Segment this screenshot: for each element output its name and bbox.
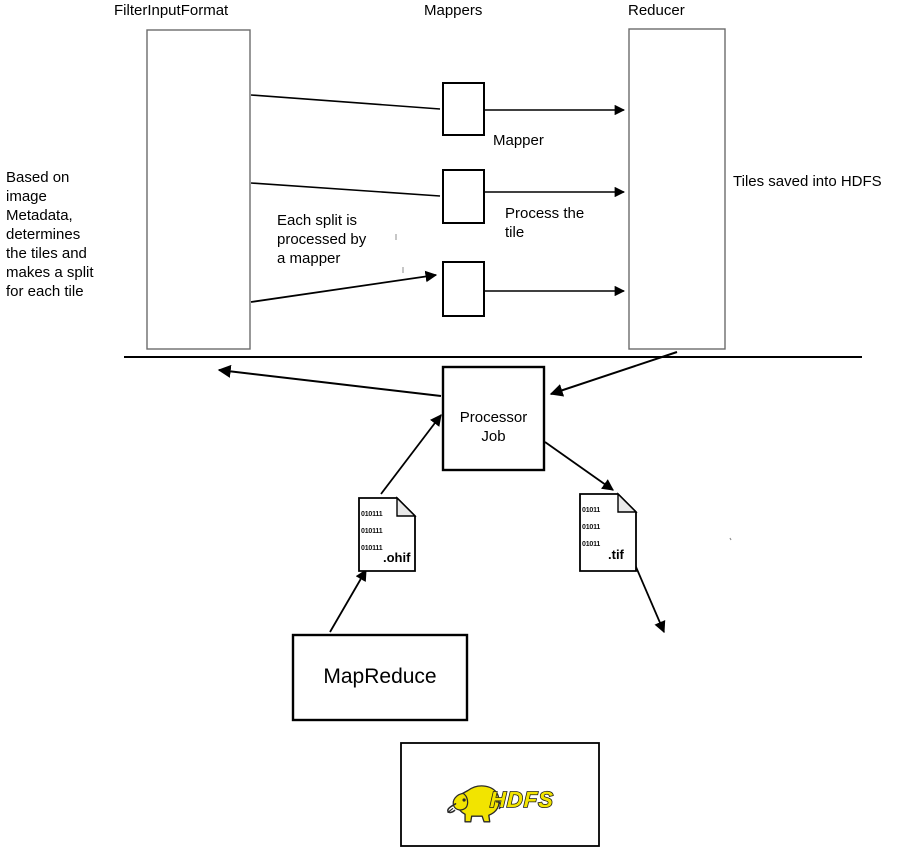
annotation-split-note: Each split is processed by a mapper (277, 212, 367, 267)
mapper-box-3 (442, 261, 485, 317)
filterinputformat-box (146, 29, 251, 350)
header-reducer: Reducer (628, 2, 685, 19)
stray-tick-3 (729, 537, 732, 541)
mapper-box-1 (442, 82, 485, 136)
ohif-binary-line-3: 010111 (361, 545, 383, 552)
tif-outflow-arrow (632, 559, 666, 634)
split-line-2 (250, 182, 441, 197)
mapper-box-2 (442, 169, 485, 224)
ohif-binary-line-1: 010111 (361, 511, 383, 518)
header-filterinputformat: FilterInputFormat (114, 2, 229, 19)
hdfs-logo-text: HDFS (489, 786, 555, 813)
tif-binary-line-3: 01011 (582, 541, 601, 548)
reducer-box (628, 28, 726, 350)
header-mappers: Mappers (424, 2, 483, 19)
mapreduce-to-ohif-arrow (329, 568, 367, 633)
hdfs-logo: HDFS (446, 778, 566, 820)
ohif-binary-line-2: 010111 (361, 528, 383, 535)
annotation-left-note: Based on image Metadata, determines the … (6, 169, 94, 300)
annotation-tiles-note: Tiles saved into HDFS (733, 173, 882, 190)
processor-to-left-arrow (217, 364, 442, 397)
split-line-1 (250, 94, 441, 110)
ohif-extension-label: .ohif (383, 550, 411, 565)
annotation-mapper-note: Mapper (493, 132, 544, 149)
split-arrow-3 (250, 270, 438, 303)
tif-binary-line-2: 01011 (582, 524, 601, 531)
reducer-to-processor-arrow (549, 351, 678, 397)
tif-extension-label: .tif (608, 547, 624, 562)
tif-binary-line-1: 01011 (582, 507, 601, 514)
processor-to-tif-arrow (544, 441, 614, 491)
ohif-to-processor-arrow (380, 414, 442, 495)
processor-job-label: Processor Job (459, 409, 528, 445)
mapreduce-label: MapReduce (323, 665, 437, 688)
annotation-process-note: Process the tile (505, 205, 585, 241)
